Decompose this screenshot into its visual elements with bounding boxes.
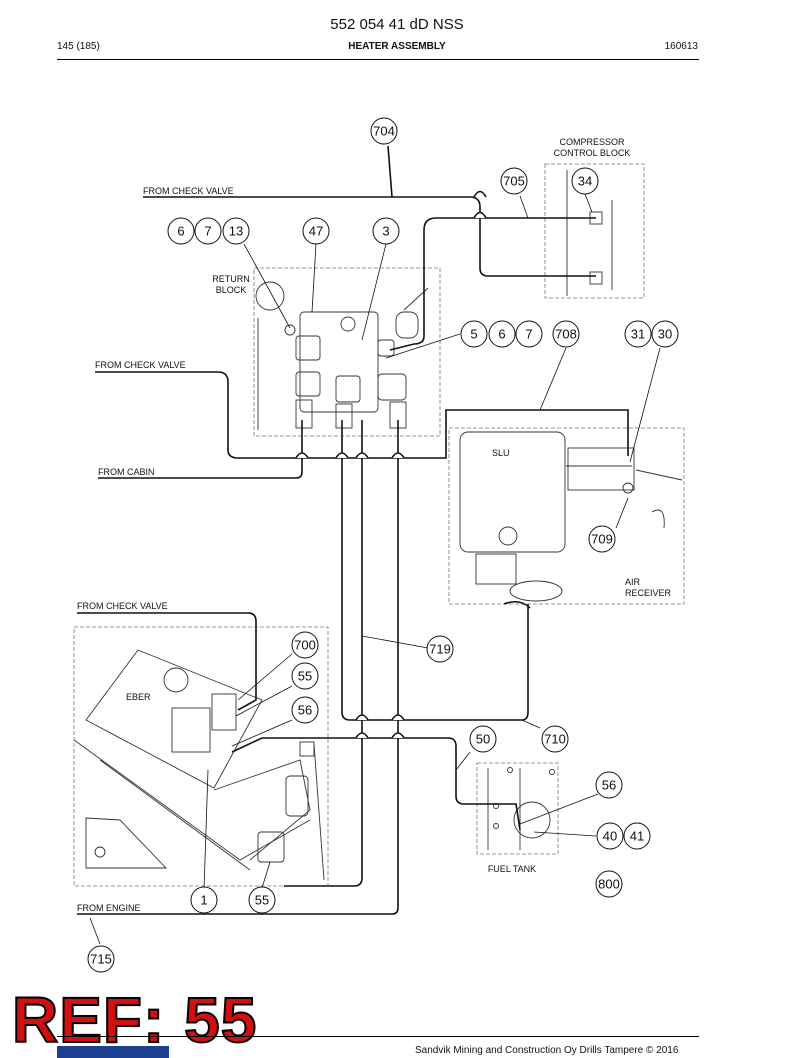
compressor-label-line1: COMPRESSOR [559, 137, 625, 147]
callout-c50: 50 [469, 725, 497, 753]
date-code: 160613 [664, 41, 698, 52]
callout-number: 704 [373, 124, 395, 139]
callout-c5: 5 [460, 320, 488, 348]
callout-number: 6 [177, 224, 184, 239]
callout-number: 1 [200, 893, 207, 908]
return-block-label-line2: BLOCK [216, 285, 247, 295]
section-title: HEATER ASSEMBLY [348, 41, 446, 52]
callout-c56b: 56 [595, 771, 623, 799]
callout-number: 7 [525, 327, 532, 342]
callout-number: 13 [229, 224, 243, 239]
callout-number: 31 [631, 327, 645, 342]
callout-c3: 3 [372, 217, 400, 245]
return-block-label-line1: RETURN [212, 274, 250, 284]
callout-number: 715 [90, 952, 112, 967]
callout-number: 56 [298, 703, 312, 718]
component-outlines [73, 163, 685, 887]
callout-c708: 708 [552, 320, 580, 348]
callout-c56: 56 [291, 696, 319, 724]
callout-c7b: 7 [515, 320, 543, 348]
callout-c710: 710 [541, 725, 569, 753]
callout-number: 3 [382, 224, 389, 239]
callout-c1: 1 [190, 886, 218, 914]
callout-c700: 700 [291, 631, 319, 659]
eber-outline [73, 626, 329, 887]
callout-c13: 13 [222, 217, 250, 245]
compressor-block-outline [544, 163, 645, 299]
callout-c6: 6 [167, 217, 195, 245]
from-cabin-label: FROM CABIN [98, 467, 155, 477]
from-check-valve-label-middle: FROM CHECK VALVE [95, 360, 186, 370]
callout-c30: 30 [651, 320, 679, 348]
callout-number: 708 [555, 327, 577, 342]
hose-crossings [295, 190, 487, 739]
callout-c715: 715 [87, 945, 115, 973]
callout-number: 55 [255, 893, 269, 908]
diagram-labels: COMPRESSOR CONTROL BLOCK FROM CHECK VALV… [77, 137, 672, 913]
callout-c34: 34 [571, 167, 599, 195]
callout-number: 709 [591, 532, 613, 547]
callout-number: 7 [204, 224, 211, 239]
document-title: 552 054 41 dD NSS [330, 16, 464, 33]
air-receiver-label-line1: AIR [625, 577, 641, 587]
callout-c7: 7 [194, 217, 222, 245]
leader-lines [89, 193, 661, 945]
callout-number: 719 [429, 642, 451, 657]
page-number: 145 (185) [57, 41, 100, 52]
component-sketches [73, 170, 683, 881]
callout-c47: 47 [302, 217, 330, 245]
callout-number: 800 [598, 877, 620, 892]
footer-copyright: Sandvik Mining and Construction Oy Drill… [415, 1045, 679, 1056]
callout-c55: 55 [291, 662, 319, 690]
callout-number: 34 [578, 174, 592, 189]
callout-c55b: 55 [248, 886, 276, 914]
fuel-tank-outline [476, 762, 559, 855]
from-engine-label: FROM ENGINE [77, 903, 141, 913]
callout-number: 705 [503, 174, 525, 189]
ref-badge: REF: 55 [11, 984, 258, 1056]
hose-lines [77, 145, 629, 915]
fuel-tank-label: FUEL TANK [488, 864, 536, 874]
footer-rule [57, 1036, 699, 1037]
compressor-label-line2: CONTROL BLOCK [554, 148, 631, 158]
callout-c31: 31 [624, 320, 652, 348]
callout-number: 700 [294, 638, 316, 653]
eber-label: EBER [126, 692, 151, 702]
callout-c41: 41 [623, 822, 651, 850]
callout-c800: 800 [595, 870, 623, 898]
callout-c705: 705 [500, 167, 528, 195]
callout-number: 47 [309, 224, 323, 239]
sandvik-logo [57, 1046, 169, 1058]
callout-c719: 719 [426, 635, 454, 663]
slu-label: SLU [492, 448, 510, 458]
callout-number: 41 [630, 829, 644, 844]
air-receiver-label-line2: RECEIVER [625, 588, 672, 598]
from-check-valve-label-top: FROM CHECK VALVE [143, 186, 234, 196]
slu-outline [448, 427, 685, 605]
header-rule [57, 59, 699, 60]
callout-number: 6 [498, 327, 505, 342]
callout-c6b: 6 [488, 320, 516, 348]
callout-c704: 704 [370, 117, 398, 145]
callout-number: 710 [544, 732, 566, 747]
callout-number: 55 [298, 669, 312, 684]
return-block-outline [253, 267, 441, 437]
callout-c709: 709 [588, 525, 616, 553]
callout-c40: 40 [596, 822, 624, 850]
callout-number: 50 [476, 732, 490, 747]
callout-number: 30 [658, 327, 672, 342]
callout-number: 56 [602, 778, 616, 793]
callout-number: 40 [603, 829, 617, 844]
from-check-valve-label-lower: FROM CHECK VALVE [77, 601, 168, 611]
callout-number: 5 [470, 327, 477, 342]
